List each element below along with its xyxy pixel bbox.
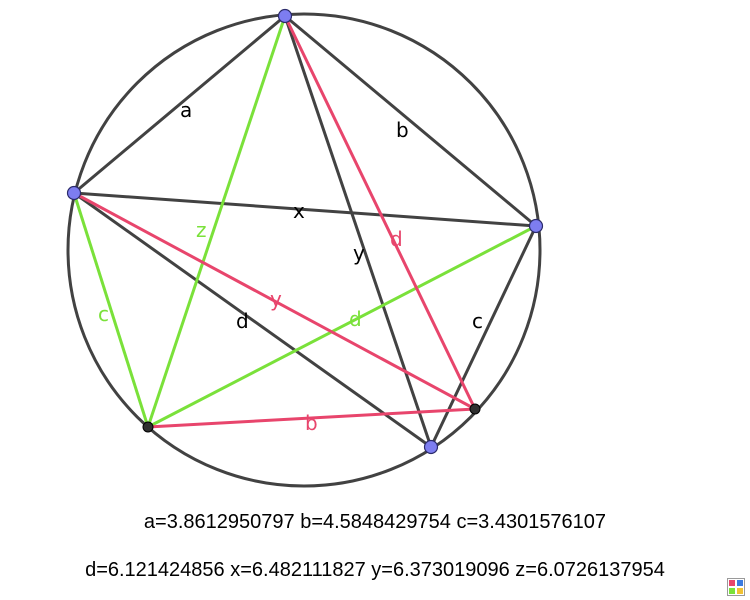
point-left[interactable]: [66, 185, 82, 201]
label-a: a: [180, 98, 192, 122]
red-segment-y: [73, 191, 476, 411]
label-b: b: [396, 118, 409, 142]
label-y: y: [353, 241, 365, 265]
green-segment-z: [146, 15, 287, 428]
label-red-b: b: [305, 411, 318, 435]
red-segment-d: [283, 15, 477, 410]
length-readout-line-1: a=3.8612950797 b=4.5848429754 c=3.430157…: [143, 511, 607, 533]
point-lower-right[interactable]: [469, 403, 481, 415]
segment-c: [429, 225, 538, 448]
green-segment-c: [72, 192, 150, 428]
label-c: c: [472, 309, 483, 333]
point-right[interactable]: [528, 218, 544, 234]
length-readout-line-2: d=6.121424856 x=6.482111827 y=6.37301909…: [85, 559, 665, 581]
segment-b: [284, 14, 537, 228]
segment-d: [73, 191, 432, 449]
point-lower-left[interactable]: [142, 421, 154, 433]
label-green-d: d: [349, 307, 362, 331]
label-x: x: [293, 199, 305, 223]
red-segment-b: [147, 407, 476, 429]
geogebra-logo-icon[interactable]: [727, 578, 745, 596]
label-red-d: d: [390, 227, 403, 251]
point-top[interactable]: [277, 8, 293, 24]
circumcircle: [66, 12, 542, 488]
label-red-y: y: [270, 287, 282, 311]
label-z: z: [196, 218, 207, 242]
segment-y: [283, 15, 433, 448]
label-d: d: [236, 309, 249, 333]
point-bottom[interactable]: [423, 439, 439, 455]
green-segment-d: [147, 224, 537, 429]
segment-a: [73, 14, 286, 195]
label-green-c: c: [98, 302, 109, 326]
segment-x: [73, 191, 537, 228]
